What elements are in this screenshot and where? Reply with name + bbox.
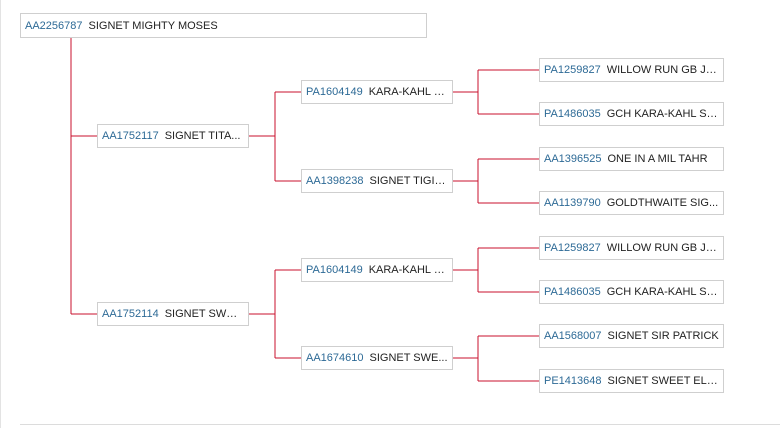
grandparent-reg-link[interactable]: PA1604149 bbox=[306, 86, 363, 98]
great-grandparent-name: WILLOW RUN GB JU... bbox=[606, 242, 719, 254]
great-grandparent-name: GCH KARA-KAHL SA... bbox=[606, 108, 719, 120]
grandparent-reg-link[interactable]: AA1398238 bbox=[306, 175, 364, 187]
great-grandparent-node: PA1259827 WILLOW RUN GB JU... bbox=[539, 58, 724, 82]
grandparent-reg-link[interactable]: AA1674610 bbox=[306, 352, 364, 364]
left-border bbox=[0, 0, 1, 428]
great-grandparent-reg-link[interactable]: AA1139790 bbox=[544, 197, 601, 209]
great-grandparent-name: WILLOW RUN GB JU... bbox=[606, 64, 719, 76]
sire-name: SIGNET TITA... bbox=[164, 130, 241, 142]
great-grandparent-node: AA1139790 GOLDTHWAITE SIG... bbox=[539, 191, 724, 215]
great-grandparent-reg-link[interactable]: PE1413648 bbox=[544, 375, 602, 387]
grandparent-name: KARA-KAHL J... bbox=[368, 264, 448, 276]
subject-node: AA2256787 SIGNET MIGHTY MOSES bbox=[20, 13, 427, 38]
great-grandparent-reg-link[interactable]: PA1486035 bbox=[544, 108, 601, 120]
great-grandparent-reg-link[interactable]: PA1259827 bbox=[544, 242, 601, 254]
grandparent-name: KARA-KAHL J... bbox=[368, 86, 448, 98]
grandparent-node: PA1604149 KARA-KAHL J... bbox=[301, 258, 453, 282]
grandparent-node: PA1604149 KARA-KAHL J... bbox=[301, 80, 453, 104]
great-grandparent-node: AA1396525 ONE IN A MIL TAHR bbox=[539, 147, 724, 171]
great-grandparent-name: GCH KARA-KAHL SA... bbox=[606, 286, 719, 298]
grandparent-name: SIGNET TIGIRIS bbox=[369, 175, 449, 187]
subject-name: SIGNET MIGHTY MOSES bbox=[88, 19, 218, 32]
great-grandparent-reg-link[interactable]: AA1568007 bbox=[544, 330, 602, 342]
dam-name: SIGNET SWEE... bbox=[164, 308, 244, 320]
subject-reg-link[interactable]: AA2256787 bbox=[25, 19, 83, 32]
grandparent-reg-link[interactable]: PA1604149 bbox=[306, 264, 363, 276]
great-grandparent-node: PA1486035 GCH KARA-KAHL SA... bbox=[539, 102, 724, 126]
grandparent-name: SIGNET SWE... bbox=[369, 352, 448, 364]
great-grandparent-reg-link[interactable]: PA1486035 bbox=[544, 286, 601, 298]
sire-reg-link[interactable]: AA1752117 bbox=[102, 130, 159, 142]
great-grandparent-name: SIGNET SWEET ELMA bbox=[607, 375, 720, 387]
great-grandparent-node: PE1413648 SIGNET SWEET ELMA bbox=[539, 369, 724, 393]
great-grandparent-reg-link[interactable]: PA1259827 bbox=[544, 64, 601, 76]
dam-node: AA1752114 SIGNET SWEE... bbox=[97, 302, 249, 326]
dam-reg-link[interactable]: AA1752114 bbox=[102, 308, 159, 320]
grandparent-node: AA1674610 SIGNET SWE... bbox=[301, 346, 453, 370]
great-grandparent-name: ONE IN A MIL TAHR bbox=[607, 153, 708, 165]
great-grandparent-node: AA1568007 SIGNET SIR PATRICK bbox=[539, 324, 724, 348]
great-grandparent-name: SIGNET SIR PATRICK bbox=[607, 330, 719, 342]
grandparent-node: AA1398238 SIGNET TIGIRIS bbox=[301, 169, 453, 193]
great-grandparent-node: PA1259827 WILLOW RUN GB JU... bbox=[539, 236, 724, 260]
great-grandparent-name: GOLDTHWAITE SIG... bbox=[606, 197, 719, 209]
bottom-divider bbox=[20, 424, 780, 425]
great-grandparent-reg-link[interactable]: AA1396525 bbox=[544, 153, 602, 165]
great-grandparent-node: PA1486035 GCH KARA-KAHL SA... bbox=[539, 280, 724, 304]
sire-node: AA1752117 SIGNET TITA... bbox=[97, 124, 249, 148]
